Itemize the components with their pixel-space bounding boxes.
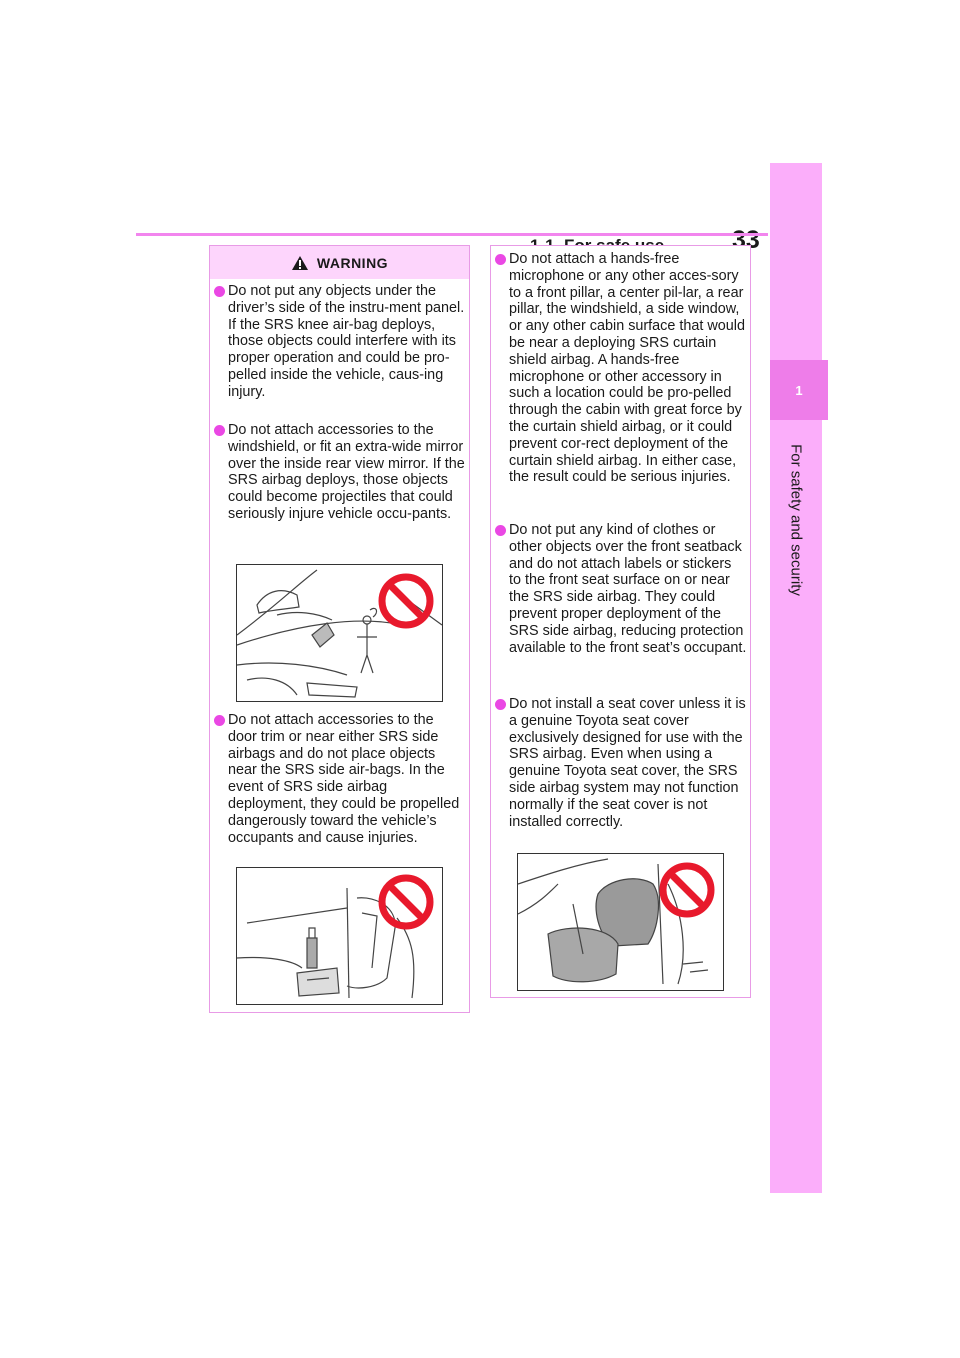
warning-header: WARNING — [210, 246, 469, 279]
prohibition-sign-icon — [378, 874, 434, 930]
bullet-dot — [495, 525, 506, 536]
prohibition-sign-icon — [378, 573, 434, 629]
bullet-dot — [495, 254, 506, 265]
bullet-text: Do not install a seat cover unless it is… — [509, 696, 746, 830]
warning-box-right: Do not attach a hands-free microphone or… — [490, 245, 751, 998]
bullet-text: Do not put any kind of clothes or other … — [509, 522, 747, 656]
header-rule — [136, 233, 768, 236]
door-side-airbag-drawing — [237, 887, 415, 999]
bullet-text: Do not put any objects under the driver’… — [228, 283, 465, 400]
bullet-dot — [495, 699, 506, 710]
warning-box-left: WARNING Do not put any objects under the… — [209, 245, 470, 1013]
seat-cover-drawing — [518, 858, 709, 985]
warning-triangle-icon — [291, 255, 308, 270]
chapter-label: For safety and security — [787, 444, 805, 596]
bullet-dot — [214, 715, 225, 726]
bullet-text: Do not attach a hands-free microphone or… — [509, 251, 745, 486]
bullet-text: Do not attach accessories to the windshi… — [228, 422, 465, 522]
side-tab — [770, 163, 822, 1193]
illustration-windshield-mirror — [236, 564, 443, 702]
bullet-dot — [214, 286, 225, 297]
illustration-seat-cover — [517, 853, 724, 991]
warning-label: WARNING — [316, 254, 389, 271]
prohibition-sign-icon — [659, 862, 715, 918]
bullet-dot — [214, 425, 225, 436]
illustration-door-side-airbag — [236, 867, 443, 1005]
bullet-text: Do not attach accessories to the door tr… — [228, 712, 460, 846]
chapter-tab: 1 — [770, 360, 828, 420]
